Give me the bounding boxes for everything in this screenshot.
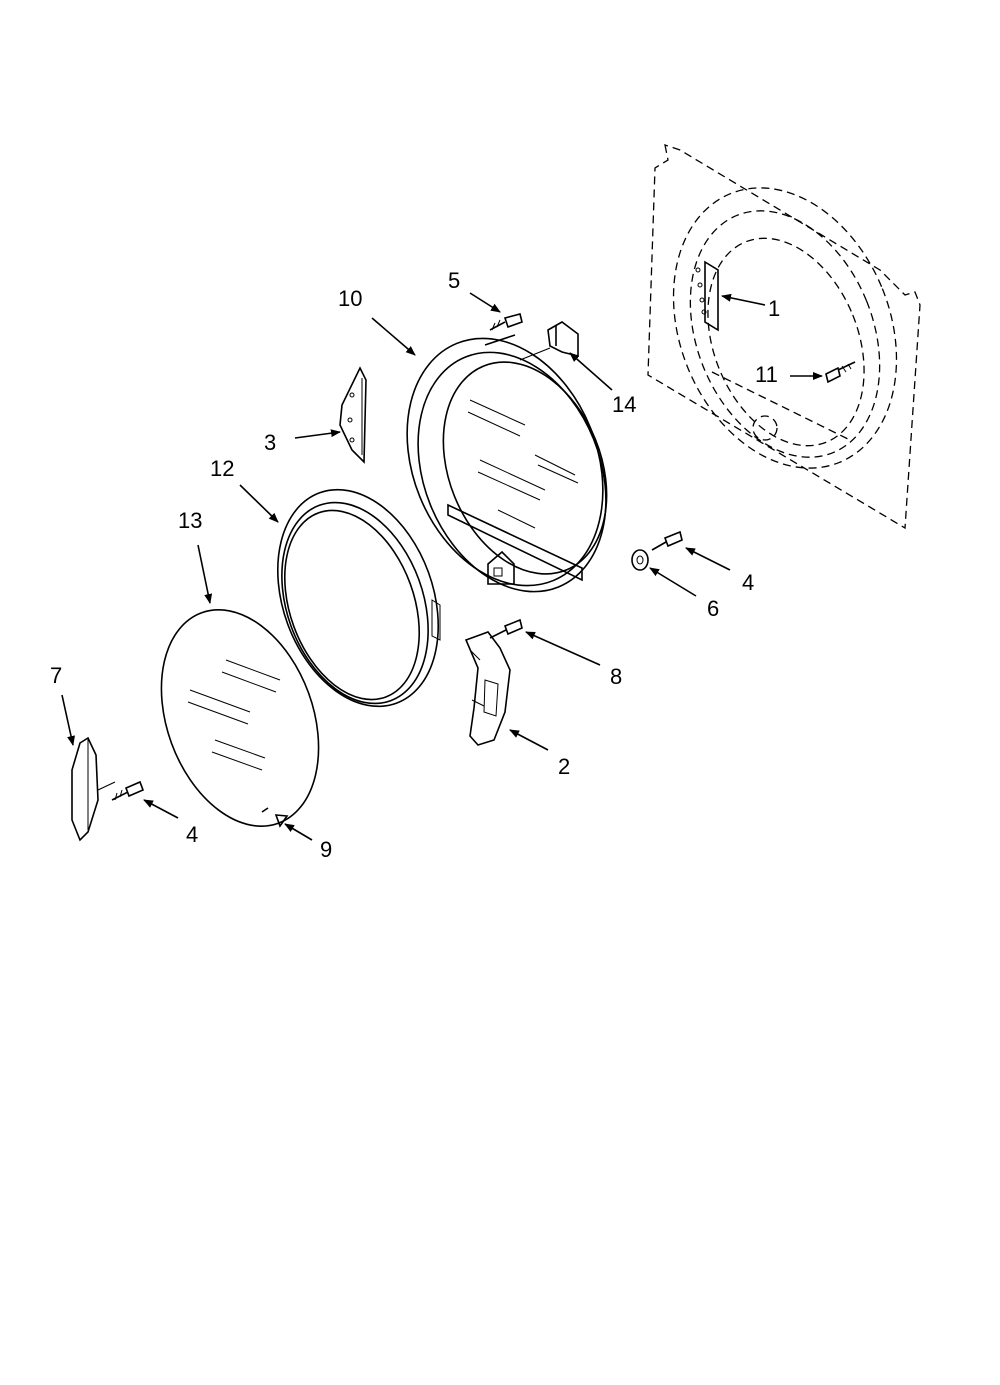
part-4-screw-lower [111, 780, 145, 801]
callout-3: 3 [264, 430, 276, 455]
callout-2: 2 [558, 754, 570, 779]
part-8-screw [489, 618, 523, 639]
callout-14: 14 [612, 392, 636, 417]
callout-4a: 4 [742, 570, 754, 595]
part-3-plate [339, 366, 367, 464]
callout-9: 9 [320, 837, 332, 862]
part-2-latch [464, 631, 511, 746]
callout-6: 6 [707, 596, 719, 621]
part-11-screw [825, 361, 856, 384]
front-panel [647, 144, 921, 530]
part-4-screw-upper [651, 530, 683, 551]
callout-11: 11 [755, 362, 778, 387]
callout-7: 7 [50, 663, 62, 688]
callout-5: 5 [448, 268, 460, 293]
callout-12: 12 [210, 456, 234, 481]
callout-4b: 4 [186, 822, 198, 847]
callout-8: 8 [610, 664, 622, 689]
part-6-washer [631, 549, 649, 571]
leader-lines [61, 292, 823, 841]
part-5-screw [489, 313, 523, 331]
callout-labels: 1 2 3 4 4 5 6 7 8 9 10 11 12 13 14 [50, 268, 780, 862]
callout-13: 13 [178, 508, 202, 533]
callout-10: 10 [338, 286, 362, 311]
callout-1: 1 [768, 296, 780, 321]
part-10-inner-door [406, 334, 608, 593]
part-14-hinge [519, 321, 579, 361]
part-13-glass [160, 609, 320, 827]
part-12-gasket [276, 488, 441, 708]
part-1-strike [695, 260, 719, 332]
part-7-handle [71, 736, 116, 842]
part-9-clip [274, 814, 289, 828]
